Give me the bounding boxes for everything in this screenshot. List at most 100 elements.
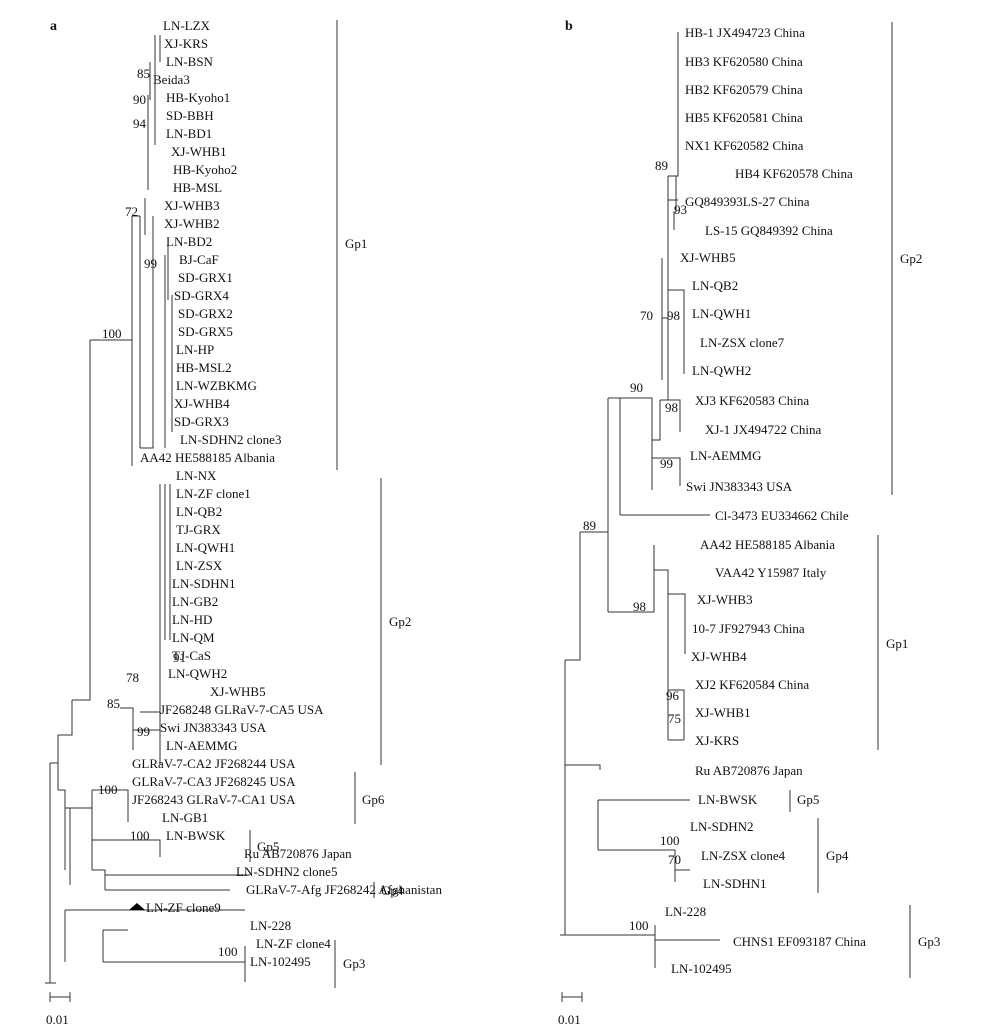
bootstrap-value: 89 [583,518,596,533]
taxon-label: LN-228 [665,904,706,919]
bootstrap-value: 100 [98,782,118,797]
taxon-label: XJ-WHB4 [691,649,747,664]
taxon-label: HB-MSL [173,180,222,195]
taxon-label: LN-228 [250,918,291,933]
taxon-label: LN-ZSX clone4 [701,848,786,863]
group-label-gp2: Gp2 [389,614,411,629]
taxon-label: XJ-KRS [164,36,208,51]
taxon-label: GLRaV-7-Afg JF268242 Afghanistan [246,882,442,897]
taxon-label: XJ-WHB2 [164,216,220,231]
taxon-label: AA42 HE588185 Albania [700,537,835,552]
bootstrap-value: 98 [665,400,678,415]
group-label-gp3: Gp3 [918,934,940,949]
taxon-label: Ru AB720876 Japan [695,763,803,778]
taxon-label: HB-MSL2 [176,360,232,375]
taxon-label: SD-GRX5 [178,324,233,339]
tree-a-leaves: LN-LZX XJ-KRS LN-BSN Beida3 HB-Kyoho1 SD… [132,18,442,969]
taxon-label: LN-QB2 [692,278,738,293]
taxon-label: LN-QWH1 [176,540,235,555]
taxon-label: TJ-CaS [172,648,211,663]
taxon-label: LN-ZF clone9 [146,900,221,915]
taxon-label: LN-WZBKMG [176,378,257,393]
scale-bar-a: 0.01 [46,992,71,1027]
panel-b-label: b [565,19,573,34]
group-label-gp4: Gp4 [826,848,849,863]
bootstrap-value: 90 [133,92,146,107]
taxon-label: JF268243 GLRaV-7-CA1 USA [132,792,296,807]
taxon-label: LN-ZSX [176,558,223,573]
bootstrap-value: 72 [125,204,138,219]
taxon-label: XJ-WHB1 [695,705,751,720]
bootstrap-value: 99 [660,456,673,471]
taxon-label: LN-LZX [163,18,211,33]
bootstrap-value: 98 [667,308,680,323]
bootstrap-value: 100 [102,326,122,341]
taxon-label: LN-102495 [671,961,732,976]
bootstrap-value: 99 [137,724,150,739]
bootstrap-value: 93 [674,202,687,217]
taxon-label: LS-15 GQ849392 China [705,223,833,238]
taxon-label: XJ-1 JX494722 China [705,422,822,437]
taxon-label: XJ-WHB5 [210,684,266,699]
panel-a-label: a [50,19,57,34]
taxon-label: Beida3 [153,72,190,87]
tree-b-leaves: HB-1 JX494723 China HB3 KF620580 China H… [665,25,866,976]
taxon-label: LN-AEMMG [166,738,238,753]
tree-b-bootstrap: 89 93 70 98 98 99 90 89 98 96 75 100 70 … [583,158,687,933]
group-label-gp5: Gp5 [257,839,279,854]
bootstrap-value: 85 [137,66,150,81]
taxon-label: LN-BD1 [166,126,212,141]
tree-a: a LN-LZX XJ-KRS LN-BSN Beida3 HB-K [45,18,442,1027]
scale-bar-label: 0.01 [558,1012,581,1027]
taxon-label: 10-7 JF927943 China [692,621,805,636]
taxon-label: LN-SDHN1 [703,876,767,891]
bootstrap-value: 90 [630,380,643,395]
taxon-label: LN-BSN [166,54,214,69]
taxon-label: LN-GB2 [172,594,218,609]
tree-b-branches [560,32,720,968]
bootstrap-value: 78 [126,670,139,685]
taxon-label: LN-QB2 [176,504,222,519]
taxon-label: XJ-WHB3 [164,198,220,213]
bootstrap-value: 70 [640,308,653,323]
taxon-label: LN-SDHN2 clone5 [236,864,337,879]
taxon-label: SD-GRX2 [178,306,233,321]
taxon-label: Cl-3473 EU334662 Chile [715,508,849,523]
bootstrap-value: 100 [660,833,680,848]
bootstrap-value: 75 [668,711,681,726]
taxon-label: GLRaV-7-CA3 JF268245 USA [132,774,296,789]
taxon-label: BJ-CaF [179,252,219,267]
taxon-label: LN-SDHN1 [172,576,236,591]
bootstrap-value: 91 [173,650,186,665]
tree-a-branches [45,35,250,984]
bootstrap-value: 70 [668,852,681,867]
bootstrap-value: 100 [130,828,150,843]
taxon-label: LN-GB1 [162,810,208,825]
taxon-label: LN-QWH1 [692,306,751,321]
taxon-label: SD-BBH [166,108,214,123]
taxon-label: XJ-WHB4 [174,396,230,411]
taxon-label: XJ-WHB1 [171,144,227,159]
taxon-label: LN-QWH2 [692,363,751,378]
taxon-label: LN-QWH2 [168,666,227,681]
taxon-label: VAA42 Y15987 Italy [715,565,827,580]
taxon-label: LN-HP [176,342,214,357]
bootstrap-value: 89 [655,158,668,173]
taxon-label: LN-SDHN2 clone3 [180,432,281,447]
tree-a-groups: Gp1 Gp2 Gp6 Gp5 Gp4 Gp3 [249,20,411,988]
taxon-label: LN-BWSK [698,792,758,807]
bootstrap-value: 85 [107,696,120,711]
taxon-label: HB5 KF620581 China [685,110,803,125]
taxon-label: LN-HD [172,612,212,627]
group-label-gp6: Gp6 [362,792,385,807]
taxon-label: Swi JN383343 USA [160,720,267,735]
group-label-gp1: Gp1 [345,236,367,251]
group-label-gp2: Gp2 [900,251,922,266]
bootstrap-value: 100 [629,918,649,933]
taxon-label: TJ-GRX [176,522,221,537]
taxon-label: XJ-WHB3 [697,592,753,607]
tree-b-groups: Gp2 Gp1 Gp5 Gp4 Gp3 [789,22,940,978]
taxon-label: XJ3 KF620583 China [695,393,809,408]
taxon-label: CHNS1 EF093187 China [733,934,866,949]
